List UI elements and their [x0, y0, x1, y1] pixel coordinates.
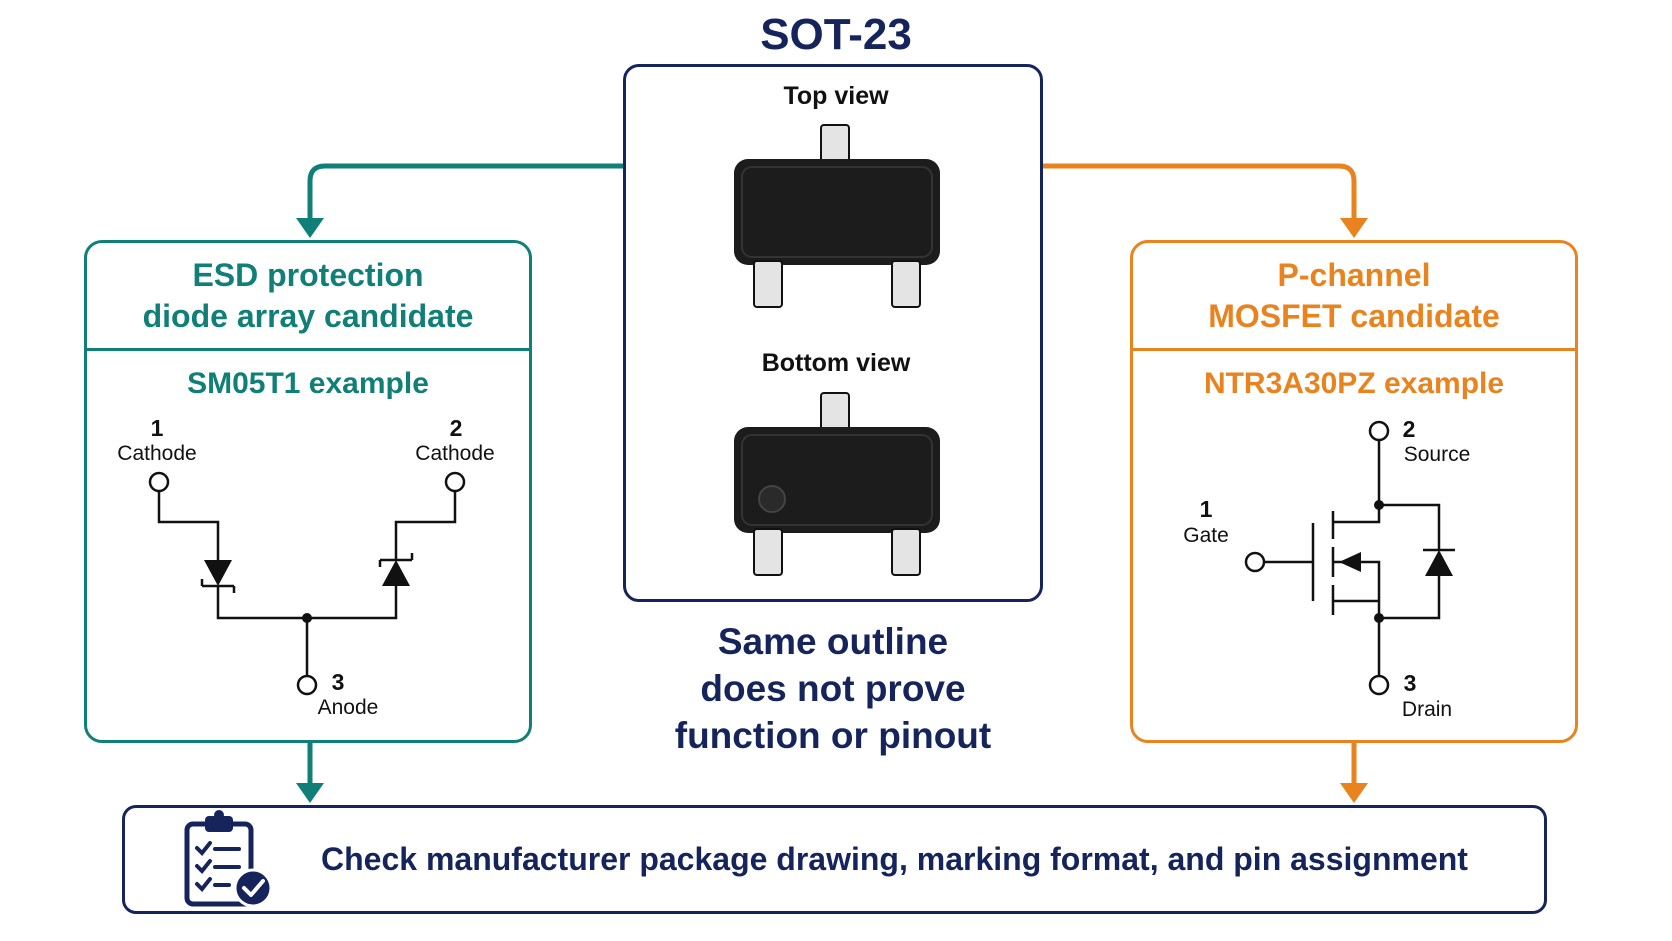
- mosfet-pin1-name: Gate: [1183, 524, 1229, 547]
- esd-diode-schematic: [148, 471, 466, 696]
- esd-pin3-number: 3: [331, 669, 345, 695]
- mosfet-example-label: NTR3A30PZ example: [1203, 367, 1505, 400]
- esd-panel-heading: ESD protection diode array candidate: [87, 243, 529, 351]
- pin1-marker-dot: [758, 485, 786, 513]
- mosfet-pin2-number: 2: [1402, 416, 1416, 442]
- verification-banner: Check manufacturer package drawing, mark…: [122, 805, 1547, 914]
- esd-diode-right: [378, 553, 414, 586]
- mosfet-body-arrow: [1339, 552, 1361, 572]
- teal-arrowhead-top: [296, 218, 324, 238]
- mosfet-gate-terminal: [1244, 551, 1266, 573]
- mosfet-source-junction: [1374, 500, 1384, 510]
- bottom-view-label: Bottom view: [761, 349, 911, 377]
- mosfet-source-terminal: [1368, 420, 1390, 442]
- orange-arrowhead-bottom: [1340, 783, 1368, 803]
- bottom-view-lead-1: [753, 528, 783, 576]
- top-view-label: Top view: [783, 82, 889, 110]
- teal-arrowhead-bottom: [296, 783, 324, 803]
- mosfet-schematic: [1244, 420, 1455, 696]
- esd-pin2-number: 2: [449, 415, 463, 441]
- note-line3: function or pinout: [674, 715, 992, 756]
- esd-pin2-terminal: [444, 471, 466, 493]
- outline-warning-note: Same outline does not prove function or …: [623, 618, 1043, 759]
- mosfet-pin1-number: 1: [1199, 496, 1213, 522]
- mosfet-heading-line2: MOSFET candidate: [1208, 297, 1500, 334]
- bottom-view-lead-2: [891, 528, 921, 576]
- esd-pin1-terminal: [148, 471, 170, 493]
- mosfet-panel-heading: P-channel MOSFET candidate: [1133, 243, 1575, 351]
- top-view-lead-2: [891, 260, 921, 308]
- mosfet-heading-line1: P-channel: [1277, 256, 1431, 293]
- esd-pin2-name: Cathode: [415, 442, 495, 465]
- esd-example-label: SM05T1 example: [187, 367, 429, 400]
- mosfet-panel: P-channel MOSFET candidate NTR3A30PZ exa…: [1130, 240, 1578, 743]
- package-top-view: [734, 124, 940, 308]
- orange-arrowhead-top: [1340, 218, 1368, 238]
- esd-heading-line1: ESD protection: [192, 256, 424, 293]
- esd-junction-dot: [302, 613, 312, 623]
- esd-pin1-number: 1: [150, 415, 164, 441]
- orange-connector-line: [1043, 163, 1357, 222]
- diagram-title: SOT-23: [760, 10, 912, 59]
- mosfet-pin3-number: 3: [1403, 670, 1417, 696]
- verification-text: Check manufacturer package drawing, mark…: [321, 841, 1468, 877]
- mosfet-drain-terminal: [1368, 674, 1390, 696]
- top-view-body: [734, 159, 940, 265]
- teal-connector-line: [307, 163, 623, 222]
- esd-diode-panel: ESD protection diode array candidate SM0…: [84, 240, 532, 743]
- note-line1: Same outline: [717, 621, 949, 662]
- mosfet-drain-junction: [1374, 613, 1384, 623]
- package-views-box: Top view Bottom view: [623, 64, 1043, 602]
- bottom-view-lead-3: [820, 392, 850, 432]
- esd-pin1-name: Cathode: [117, 442, 197, 465]
- mosfet-pin2-name: Source: [1403, 443, 1471, 466]
- clipboard-check-icon: [184, 810, 273, 908]
- note-line2: does not prove: [700, 668, 966, 709]
- esd-diode-left: [200, 560, 236, 593]
- esd-pin3-name: Anode: [317, 696, 379, 719]
- package-bottom-view: [734, 392, 940, 576]
- top-view-lead-1: [753, 260, 783, 308]
- mosfet-body-diode: [1423, 548, 1455, 576]
- mosfet-pin3-name: Drain: [1401, 698, 1453, 721]
- top-view-lead-3: [820, 124, 850, 164]
- bottom-view-body: [734, 427, 940, 533]
- esd-pin3-terminal: [296, 674, 318, 696]
- esd-heading-line2: diode array candidate: [142, 297, 474, 334]
